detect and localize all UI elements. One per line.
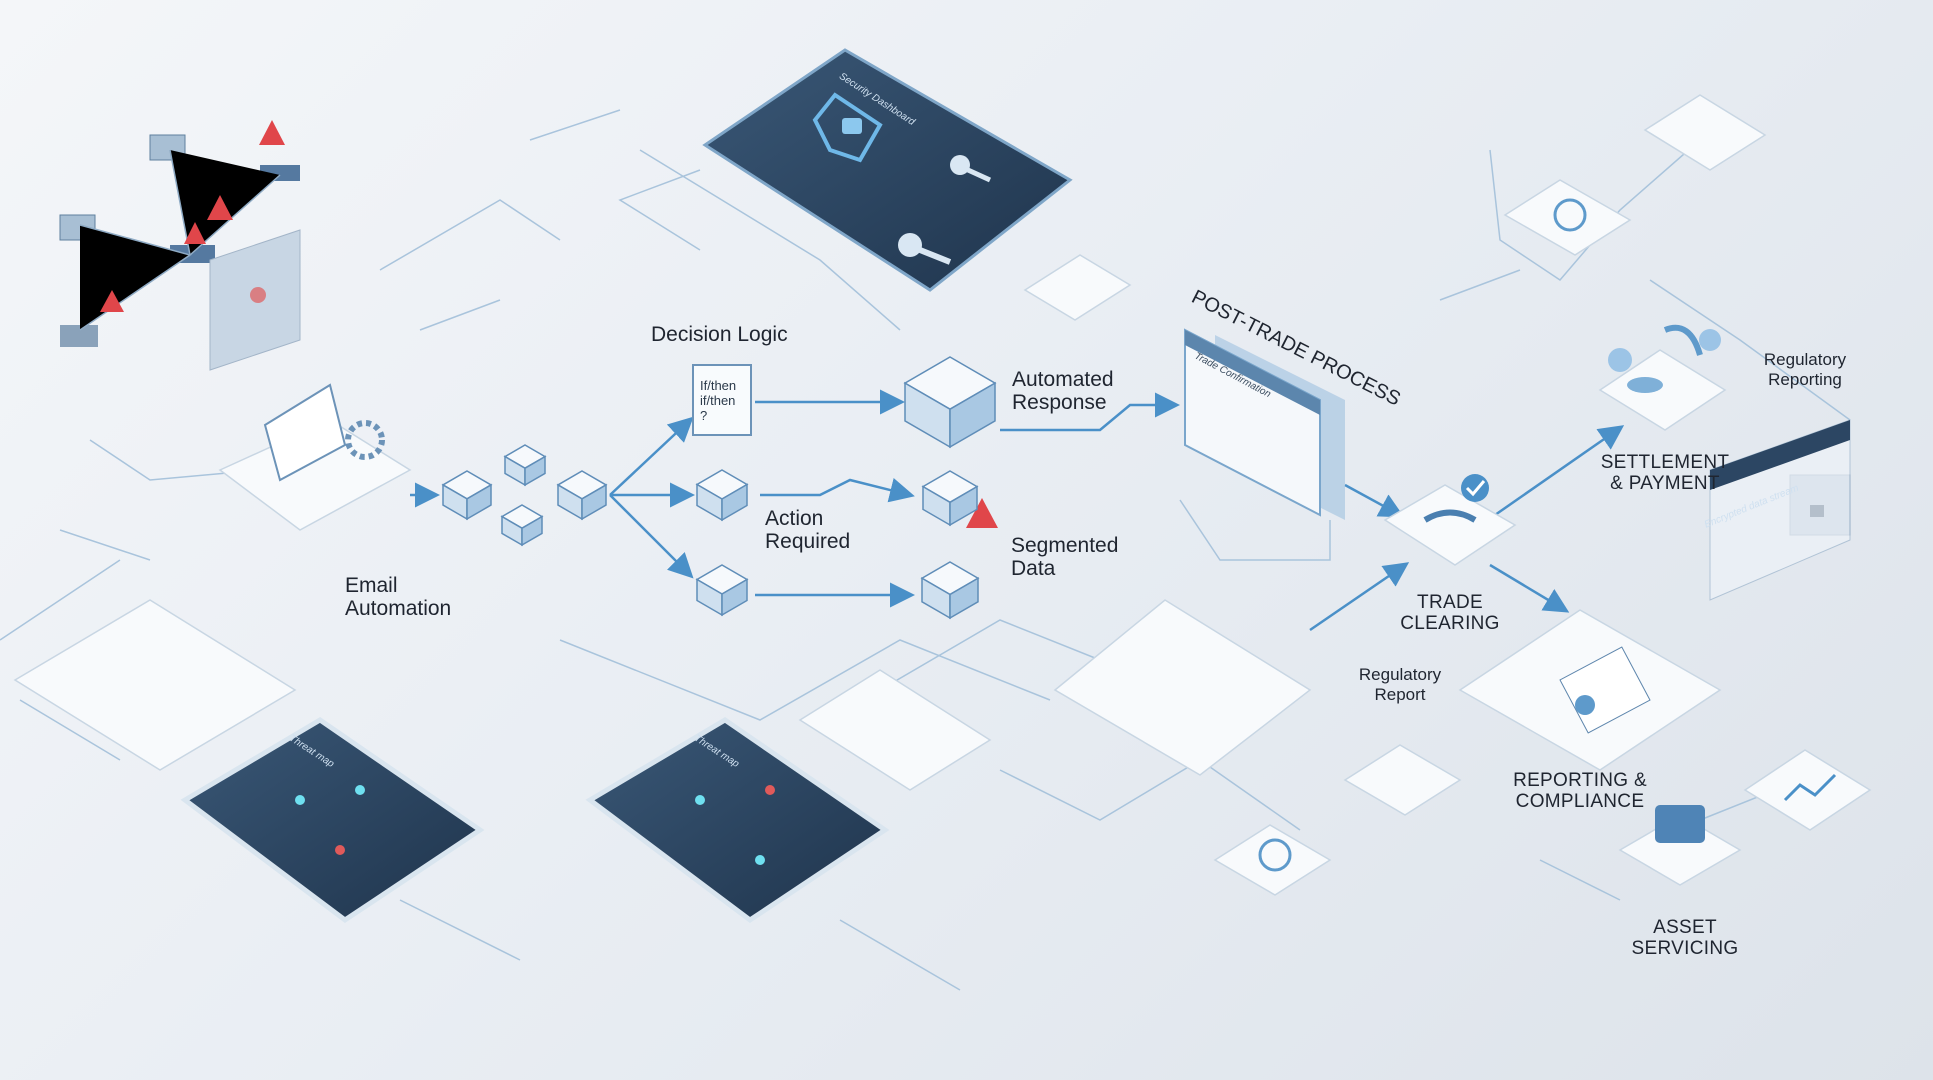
checkmark-badge-icon xyxy=(1461,474,1489,502)
cube-face xyxy=(521,515,543,547)
decision-logic-label: Decision Logic xyxy=(651,323,788,346)
cube-icon xyxy=(920,561,980,620)
lock-icon xyxy=(842,118,862,134)
decision-doc-text: If/then if/then ? xyxy=(700,378,736,423)
label-line: COMPLIANCE xyxy=(1515,791,1645,812)
connector-lines xyxy=(0,109,1851,991)
cube-icon xyxy=(441,470,493,521)
cube-icon xyxy=(500,504,544,547)
label-line: Email xyxy=(345,574,398,597)
label-line: Response xyxy=(1012,391,1107,414)
cube-icon xyxy=(556,470,608,521)
envelope-icon xyxy=(263,383,347,482)
trade-confirmation-screen xyxy=(1184,328,1345,520)
cube-face xyxy=(949,381,996,449)
fingerprint-icon xyxy=(1258,838,1292,872)
cube-face xyxy=(949,485,978,527)
bar-chart-tile xyxy=(798,669,992,791)
label-line: Report xyxy=(1374,685,1426,704)
cube-icon xyxy=(503,444,547,487)
cube-icon xyxy=(695,469,749,522)
analytics-report-tile xyxy=(13,599,297,771)
label-line: & PAYMENT xyxy=(1610,473,1720,494)
if-then-line: If/then xyxy=(700,378,737,393)
gear-icon xyxy=(345,420,385,460)
if-then-line: if/then xyxy=(700,393,736,408)
cube-face xyxy=(524,455,546,487)
question-line: ? xyxy=(700,408,708,423)
label-line: Segmented xyxy=(1011,534,1119,557)
threat-map-tablet-right xyxy=(585,717,890,924)
settlement-tile xyxy=(1598,349,1727,431)
label-line: Regulatory xyxy=(1358,665,1442,684)
key-icon xyxy=(950,155,970,175)
settlement-payment-label: SETTLEMENT& PAYMENT xyxy=(1590,452,1740,494)
cube-face xyxy=(581,483,607,521)
coins-stack-icon xyxy=(1627,377,1663,393)
label-line: Regulatory xyxy=(1763,350,1847,369)
label-line: SETTLEMENT xyxy=(1600,452,1730,473)
password-tile xyxy=(1643,94,1767,171)
cube-icon xyxy=(695,564,749,617)
label-line: SERVICING xyxy=(1631,938,1739,959)
fingerprint-icon xyxy=(1553,198,1587,232)
dollar-coin-icon xyxy=(1608,348,1632,372)
label-line: Reporting xyxy=(1768,370,1842,389)
cube-face xyxy=(949,576,979,620)
trade-clearing-tile xyxy=(1383,484,1517,566)
reporting-compliance-label: REPORTING &COMPLIANCE xyxy=(1505,770,1655,812)
label-line: CLEARING xyxy=(1400,613,1500,634)
cube-face xyxy=(721,483,748,522)
segmented-data-alert-icon xyxy=(966,498,998,528)
cube-face xyxy=(466,483,492,521)
handshake-icon xyxy=(1423,509,1477,523)
regulatory-report-tile xyxy=(1053,599,1312,776)
flow-arrows xyxy=(410,389,1625,632)
fingerprint-tile xyxy=(1503,179,1632,256)
label-line: Automation xyxy=(345,597,452,620)
ribbon-seal-icon xyxy=(1575,695,1595,715)
pin-tile xyxy=(1343,744,1462,816)
data-cubes xyxy=(441,356,997,620)
label-line: TRADE xyxy=(1417,592,1483,613)
briefcase-icon xyxy=(1655,805,1705,843)
alert-triangle-icons xyxy=(100,120,998,528)
cube-icon xyxy=(921,470,979,527)
decision-logic-document-icon xyxy=(692,364,752,436)
fingerprint-pin-tile xyxy=(1023,254,1132,321)
cube-face xyxy=(721,578,748,617)
shield-lock-icon xyxy=(812,92,883,163)
server-icon xyxy=(60,325,98,347)
threat-map-tablet-left xyxy=(180,717,485,924)
label-line: Automated xyxy=(1012,368,1114,391)
label-line: ASSET xyxy=(1653,917,1717,938)
label-line: Data xyxy=(1011,557,1056,580)
label-line: Required xyxy=(765,530,851,553)
label-line: REPORTING & xyxy=(1513,770,1647,791)
cube-icon xyxy=(903,356,997,449)
security-dashboard-tablet xyxy=(702,48,1073,292)
exchange-arrows-icon xyxy=(1663,324,1703,356)
fingerprint-tile-2 xyxy=(1213,824,1332,896)
trend-chart-icon xyxy=(1783,773,1837,802)
label-line: Action xyxy=(765,507,824,530)
